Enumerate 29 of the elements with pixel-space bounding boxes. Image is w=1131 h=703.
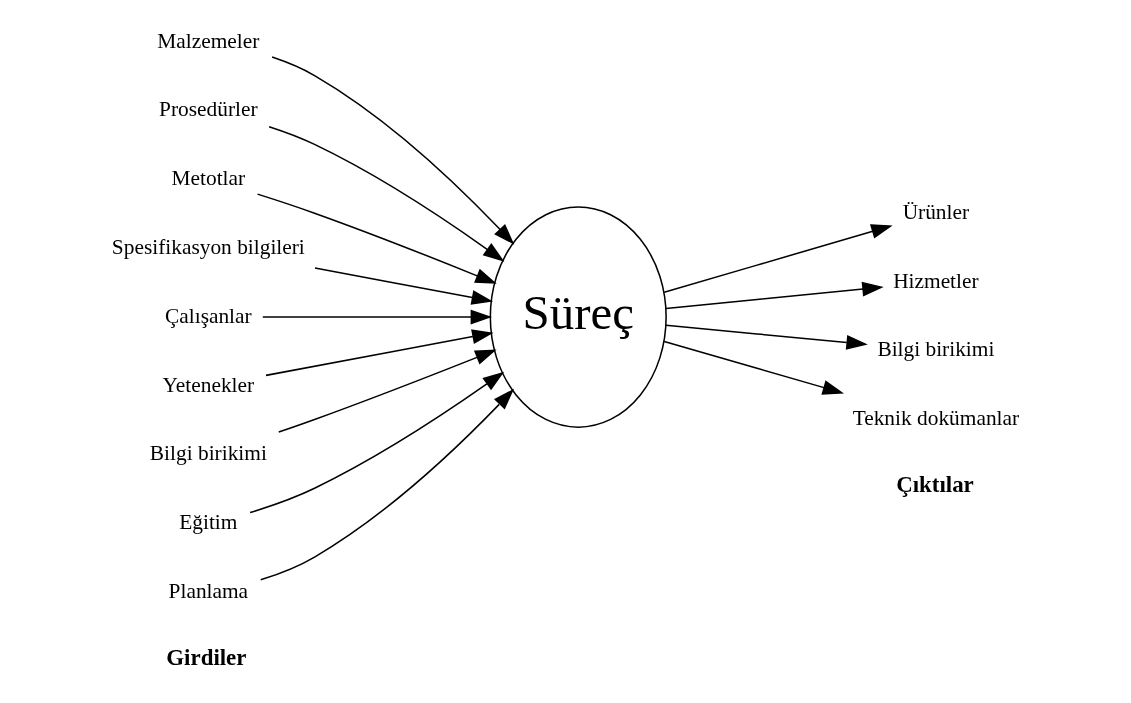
- node-text: Malzemeler: [156, 28, 259, 53]
- arrow: [270, 56, 514, 245]
- node-text: Eğitim: [178, 510, 237, 535]
- arrow: [264, 329, 494, 377]
- node-ellipse: Süreç: [489, 206, 667, 428]
- node-text: Prosedürler: [158, 97, 258, 122]
- arrow: [664, 281, 884, 310]
- node-text: Planlama: [168, 578, 248, 603]
- label: Girdiler: [165, 644, 246, 670]
- arrow: [313, 267, 493, 305]
- label: Çıktılar: [895, 472, 974, 498]
- arrow: [248, 371, 504, 514]
- node-text: Çalışanlar: [164, 303, 252, 328]
- node-text: Hizmetler: [892, 268, 979, 293]
- arrow: [259, 388, 514, 581]
- arrow: [267, 125, 504, 262]
- arrow: [663, 224, 893, 294]
- node-text: Spesifikasyon bilgileri: [111, 234, 305, 259]
- node-text: Yetenekler: [162, 372, 254, 397]
- arrow: [277, 349, 497, 433]
- arrow: [663, 340, 844, 395]
- node-text: Teknik dokümanlar: [852, 406, 1019, 431]
- arrow: [256, 193, 497, 284]
- arrow: [664, 324, 868, 350]
- arrow: [261, 309, 492, 325]
- node-text: Ürünler: [902, 199, 969, 224]
- node-text: Bilgi birikimi: [876, 337, 994, 362]
- node-text: Metotlar: [171, 166, 245, 191]
- node-text: Bilgi birikimi: [149, 441, 267, 466]
